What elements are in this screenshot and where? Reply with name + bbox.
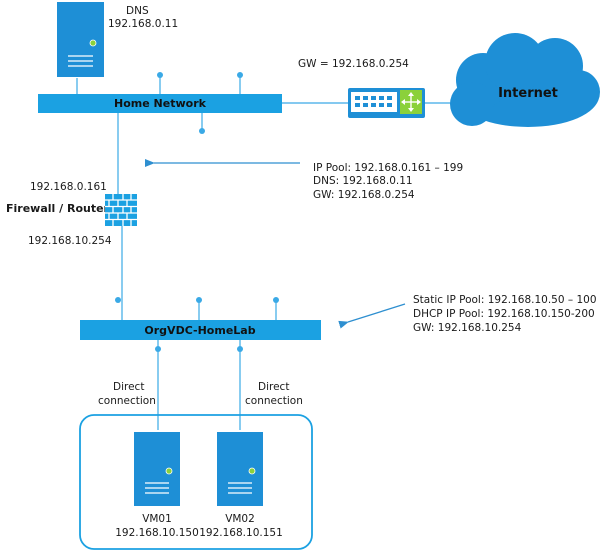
connector-dots [115, 72, 279, 352]
connection-label-vm01: Direct connection [98, 381, 156, 407]
server-icon [217, 432, 263, 506]
connection-text: Direct [113, 381, 144, 393]
vm02-name: VM02 [225, 513, 255, 525]
cloud-icon [450, 33, 600, 127]
connection-label-vm02: Direct connection [245, 381, 303, 407]
vm01-server[interactable]: VM01 192.168.10.150 [115, 432, 199, 539]
dns-ip: 192.168.0.11 [108, 18, 178, 30]
orgvdc-pool-arrow [338, 303, 406, 329]
firewall-ip-inner: 192.168.10.254 [28, 235, 112, 247]
dot-org-3 [273, 297, 279, 303]
connector-lines [76, 76, 452, 430]
internet-cloud[interactable]: Internet [450, 33, 600, 127]
gateway-label: GW = 192.168.0.254 [298, 58, 409, 70]
dot-org-4 [155, 346, 161, 352]
vm02-server[interactable]: VM02 192.168.10.151 [199, 432, 283, 539]
orgvdc-network-bar[interactable]: OrgVDC-HomeLab [80, 320, 321, 340]
connection-text: Direct [258, 381, 289, 393]
firewall-ip-outer: 192.168.0.161 [30, 181, 107, 193]
vm-group-frame [79, 414, 313, 550]
server-icon [57, 2, 104, 77]
connection-text: connection [245, 395, 303, 407]
vm01-name: VM01 [142, 513, 172, 525]
firewall-label: Firewall / Router [6, 202, 110, 215]
server-icon [134, 432, 180, 506]
dot-org-5 [237, 346, 243, 352]
orgvdc-pool-line: Static IP Pool: 192.168.10.50 – 100 [413, 294, 597, 306]
home-pool-info: IP Pool: 192.168.0.161 – 199 DNS: 192.16… [145, 159, 463, 201]
home-pool-line: DNS: 192.168.0.11 [313, 175, 413, 187]
internet-label: Internet [498, 86, 558, 101]
home-pool-line: IP Pool: 192.168.0.161 – 199 [313, 162, 463, 174]
orgvdc-pool-info: Static IP Pool: 192.168.10.50 – 100 DHCP… [338, 294, 597, 334]
dns-name: DNS [126, 5, 149, 17]
router-icon [348, 88, 425, 118]
orgvdc-network-label: OrgVDC-HomeLab [144, 324, 255, 337]
dot-org-2 [196, 297, 202, 303]
dot-home-1 [157, 72, 163, 78]
vm02-ip: 192.168.10.151 [199, 527, 283, 539]
firewall-router[interactable]: 192.168.0.161 Firewall / Router [6, 181, 137, 247]
orgvdc-pool-line: DHCP IP Pool: 192.168.10.150-200 [413, 308, 595, 320]
firewall-icon [105, 194, 137, 226]
orgvdc-pool-line: GW: 192.168.10.254 [413, 322, 522, 334]
home-network-label: Home Network [114, 97, 207, 110]
dot-org-1 [115, 297, 121, 303]
home-network-bar[interactable]: Home Network [38, 94, 282, 113]
dot-home-3 [199, 128, 205, 134]
connection-text: connection [98, 395, 156, 407]
dns-server[interactable]: DNS 192.168.0.11 [57, 2, 178, 77]
vm01-ip: 192.168.10.150 [115, 527, 199, 539]
home-pool-line: GW: 192.168.0.254 [313, 189, 415, 201]
gateway-router[interactable]: GW = 192.168.0.254 [298, 58, 425, 118]
dot-home-2 [237, 72, 243, 78]
